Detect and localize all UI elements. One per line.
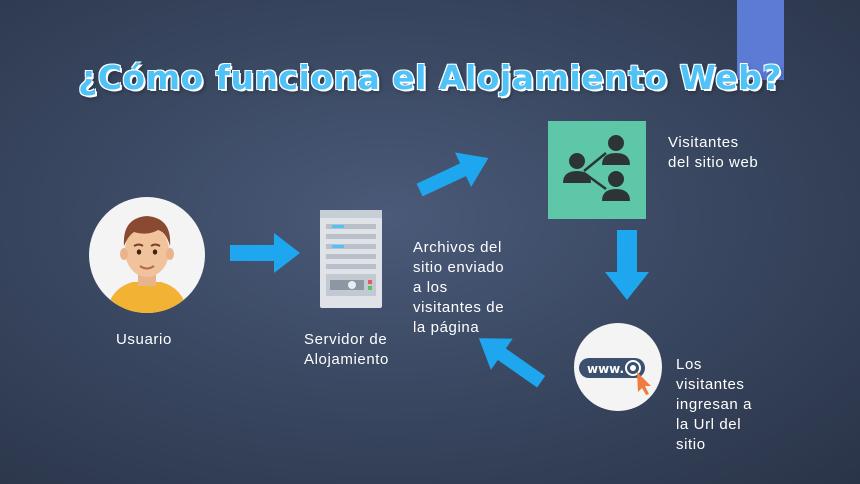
archivos-line: sitio enviado xyxy=(413,259,505,276)
servidor-label: Servidor de Alojamiento xyxy=(304,330,424,370)
visitantes-line: del sitio web xyxy=(668,154,759,171)
slide-title: ¿Cómo funciona el Alojamiento Web? xyxy=(78,58,782,97)
archivos-line: la página xyxy=(413,319,480,336)
archivos-line: Archivos del xyxy=(413,239,502,256)
archivos-line: a los xyxy=(413,279,448,296)
servidor-label-line-1: Servidor de xyxy=(304,331,388,348)
arrow-icon xyxy=(414,146,494,207)
arrow-icon xyxy=(230,231,302,280)
ingresan-line: sitio xyxy=(676,436,706,453)
visitantes-line: Visitantes xyxy=(668,134,739,151)
www-click-icon: www. xyxy=(573,322,663,412)
arrow-icon xyxy=(468,330,552,395)
user-avatar-icon xyxy=(88,196,206,314)
archivos-line: visitantes de xyxy=(413,299,505,316)
visitantes-label: Visitantes del sitio web xyxy=(668,133,808,173)
ingresan-line: la Url del xyxy=(676,416,742,433)
archivos-label: Archivos del sitio enviado a los visitan… xyxy=(413,238,523,338)
ingresan-line: Los xyxy=(676,356,702,373)
ingresan-label: Los visitantes ingresan a la Url del sit… xyxy=(676,355,786,455)
www-badge-text: www. xyxy=(587,362,624,376)
ingresan-line: ingresan a xyxy=(676,396,753,413)
server-icon xyxy=(318,210,384,308)
servidor-label-line-2: Alojamiento xyxy=(304,351,389,368)
arrow-icon xyxy=(603,230,651,307)
ingresan-line: visitantes xyxy=(676,376,745,393)
visitors-network-icon xyxy=(548,121,646,219)
corner-decoration xyxy=(737,0,784,80)
usuario-label: Usuario xyxy=(116,331,172,348)
